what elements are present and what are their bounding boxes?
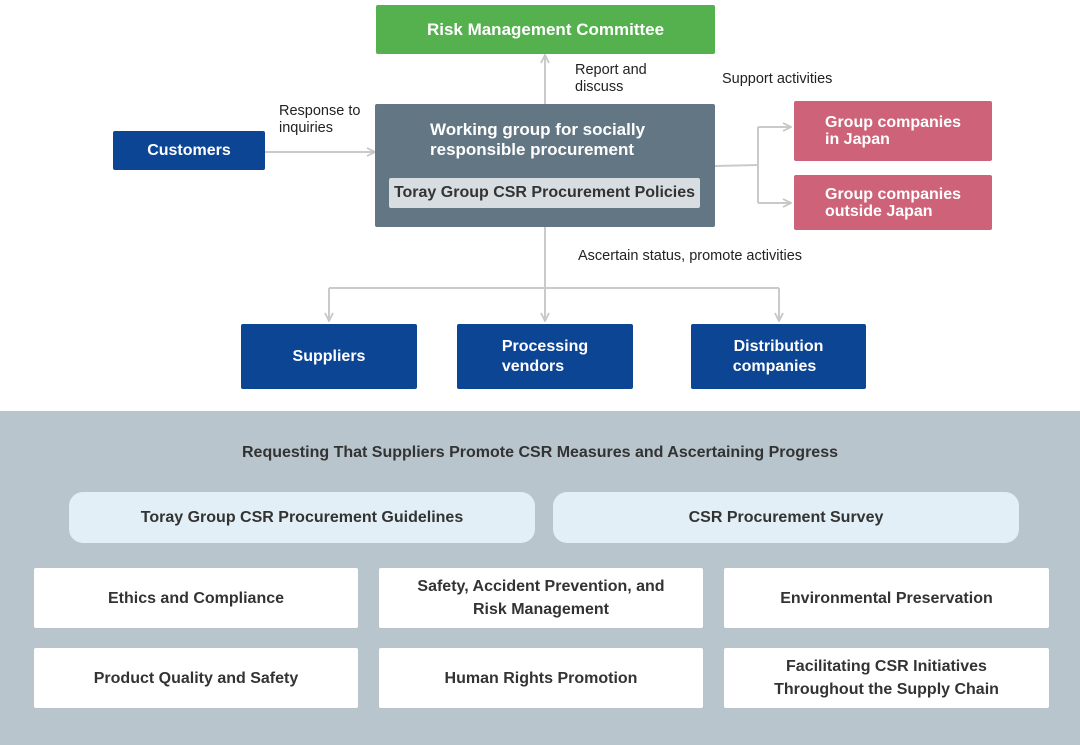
response-label-line2: inquiries [279, 120, 333, 136]
distribution-companies-line1: Distribution [733, 337, 824, 355]
response-label-line1: Response to [279, 103, 361, 119]
item-label-line1: Environmental Preservation [780, 589, 993, 607]
procurement-survey-label: CSR Procurement Survey [688, 508, 884, 526]
item-ethics-compliance: Ethics and Compliance [34, 568, 358, 628]
processing-vendors-line2: vendors [501, 357, 565, 375]
item-label-line2: Risk Management [472, 601, 610, 618]
working-group-title-line1: Working group for socially [430, 120, 646, 139]
report-and-discuss-label: Report and discuss [575, 62, 647, 96]
procurement-guidelines-pill: Toray Group CSR Procurement Guidelines [69, 492, 535, 543]
working-group-title: Working group for socially responsible p… [430, 120, 645, 160]
item-product-quality-safety: Product Quality and Safety [34, 648, 358, 708]
group-companies-japan-line2: in Japan [825, 131, 890, 148]
suppliers-label: Suppliers [292, 347, 366, 365]
group-companies-japan-box: Group companies in Japan [794, 101, 992, 161]
connector-lines [265, 0, 1080, 410]
risk-management-committee-label: Risk Management Committee [426, 19, 665, 39]
item-supply-chain-initiatives: Facilitating CSR Initiatives Throughout … [724, 648, 1049, 708]
item-label-line1: Human Rights Promotion [444, 669, 638, 687]
group-companies-outside-line2: outside Japan [825, 202, 933, 220]
working-group-box: Working group for socially responsible p… [375, 104, 715, 227]
response-to-inquiries-label: Response to inquiries [279, 103, 360, 137]
procurement-guidelines-label: Toray Group CSR Procurement Guidelines [140, 508, 464, 526]
item-safety-risk-management: Safety, Accident Prevention, and Risk Ma… [379, 568, 703, 628]
line-to-group-companies [714, 164, 759, 167]
csr-procurement-policies-label: Toray Group CSR Procurement Policies [389, 178, 700, 208]
distribution-companies-line2: companies [732, 357, 817, 375]
item-label-line1: Safety, Accident Prevention, and [417, 578, 665, 595]
processing-vendors-box: Processing vendors [457, 324, 633, 389]
suppliers-box: Suppliers [241, 324, 417, 389]
ascertain-status-label: Ascertain status, promote activities [578, 248, 803, 264]
procurement-survey-pill: CSR Procurement Survey [553, 492, 1019, 543]
risk-management-committee-box: Risk Management Committee [376, 5, 715, 54]
item-label-line2: Throughout the Supply Chain [774, 681, 999, 698]
working-group-title-line2: responsible procurement [430, 140, 635, 159]
item-label-line1: Product Quality and Safety [93, 669, 299, 687]
group-companies-outside-japan-box: Group companies outside Japan [794, 175, 992, 230]
item-label-line1: Ethics and Compliance [107, 589, 285, 607]
panel-title: Requesting That Suppliers Promote CSR Me… [242, 444, 838, 461]
report-label-line1: Report and [575, 62, 647, 78]
distribution-companies-box: Distribution companies [691, 324, 866, 389]
item-human-rights-promotion: Human Rights Promotion [379, 648, 703, 708]
item-label-line1: Facilitating CSR Initiatives [786, 658, 987, 675]
item-environmental-preservation: Environmental Preservation [724, 568, 1049, 628]
group-companies-outside-line1: Group companies [825, 185, 962, 203]
group-companies-japan-line1: Group companies [825, 114, 962, 131]
customers-label: Customers [147, 141, 231, 159]
report-label-line2: discuss [575, 79, 624, 95]
customers-box: Customers [113, 131, 265, 170]
processing-vendors-line1: Processing [501, 337, 589, 355]
support-activities-label: Support activities [722, 71, 833, 87]
